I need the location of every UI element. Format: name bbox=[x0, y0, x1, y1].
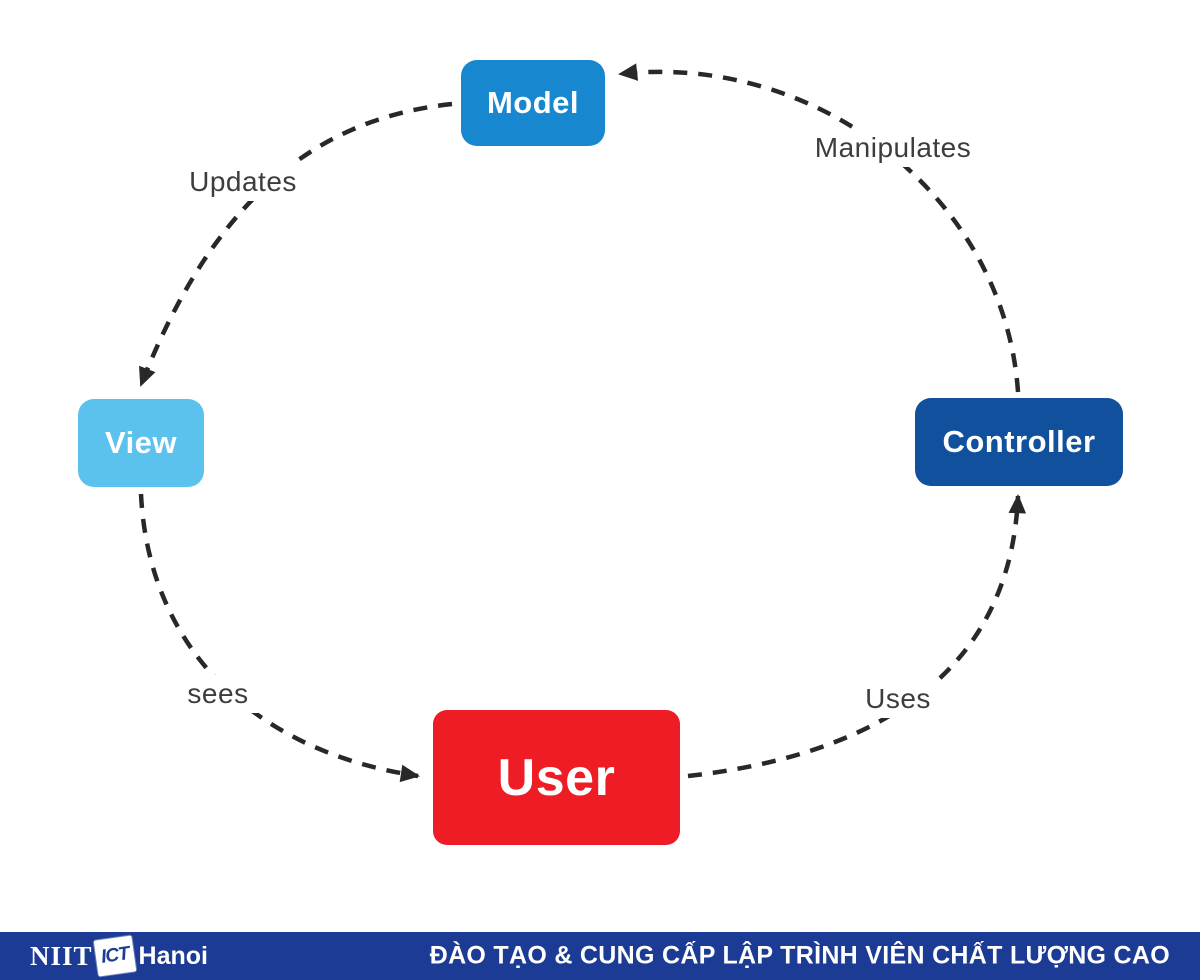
footer-tagline: ĐÀO TẠO & CUNG CẤP LẬP TRÌNH VIÊN CHẤT L… bbox=[429, 941, 1170, 970]
view-node-label: View bbox=[104, 425, 178, 460]
logo-ict-badge: ICT bbox=[93, 935, 136, 977]
logo-ict-text: ICT bbox=[99, 943, 130, 968]
logo-hanoi-text: Hanoi bbox=[138, 941, 208, 970]
user-node-label: User bbox=[497, 748, 616, 807]
arrow-user-to-controller bbox=[687, 494, 1027, 779]
arrow-view-to-user bbox=[138, 493, 420, 783]
niit-ict-hanoi-logo: NIIT ICT Hanoi bbox=[30, 932, 208, 980]
user-node: User bbox=[433, 710, 680, 845]
edge-label-updates: Updates bbox=[179, 163, 307, 201]
logo-niit-text: NIIT bbox=[30, 940, 93, 971]
model-node-label: Model bbox=[486, 85, 580, 120]
controller-node-label: Controller bbox=[942, 424, 1096, 459]
footer-bar: NIIT ICT Hanoi ĐÀO TẠO & CUNG CẤP LẬP TR… bbox=[0, 932, 1200, 980]
edge-label-uses: Uses bbox=[855, 680, 941, 718]
arrow-model-to-view bbox=[138, 101, 453, 387]
view-node: View bbox=[78, 399, 204, 487]
arrow-controller-to-model bbox=[618, 63, 1021, 393]
controller-node: Controller bbox=[915, 398, 1123, 486]
edge-label-manipulates: Manipulates bbox=[804, 129, 982, 167]
model-node: Model bbox=[461, 60, 605, 146]
edge-label-sees: sees bbox=[177, 675, 259, 713]
